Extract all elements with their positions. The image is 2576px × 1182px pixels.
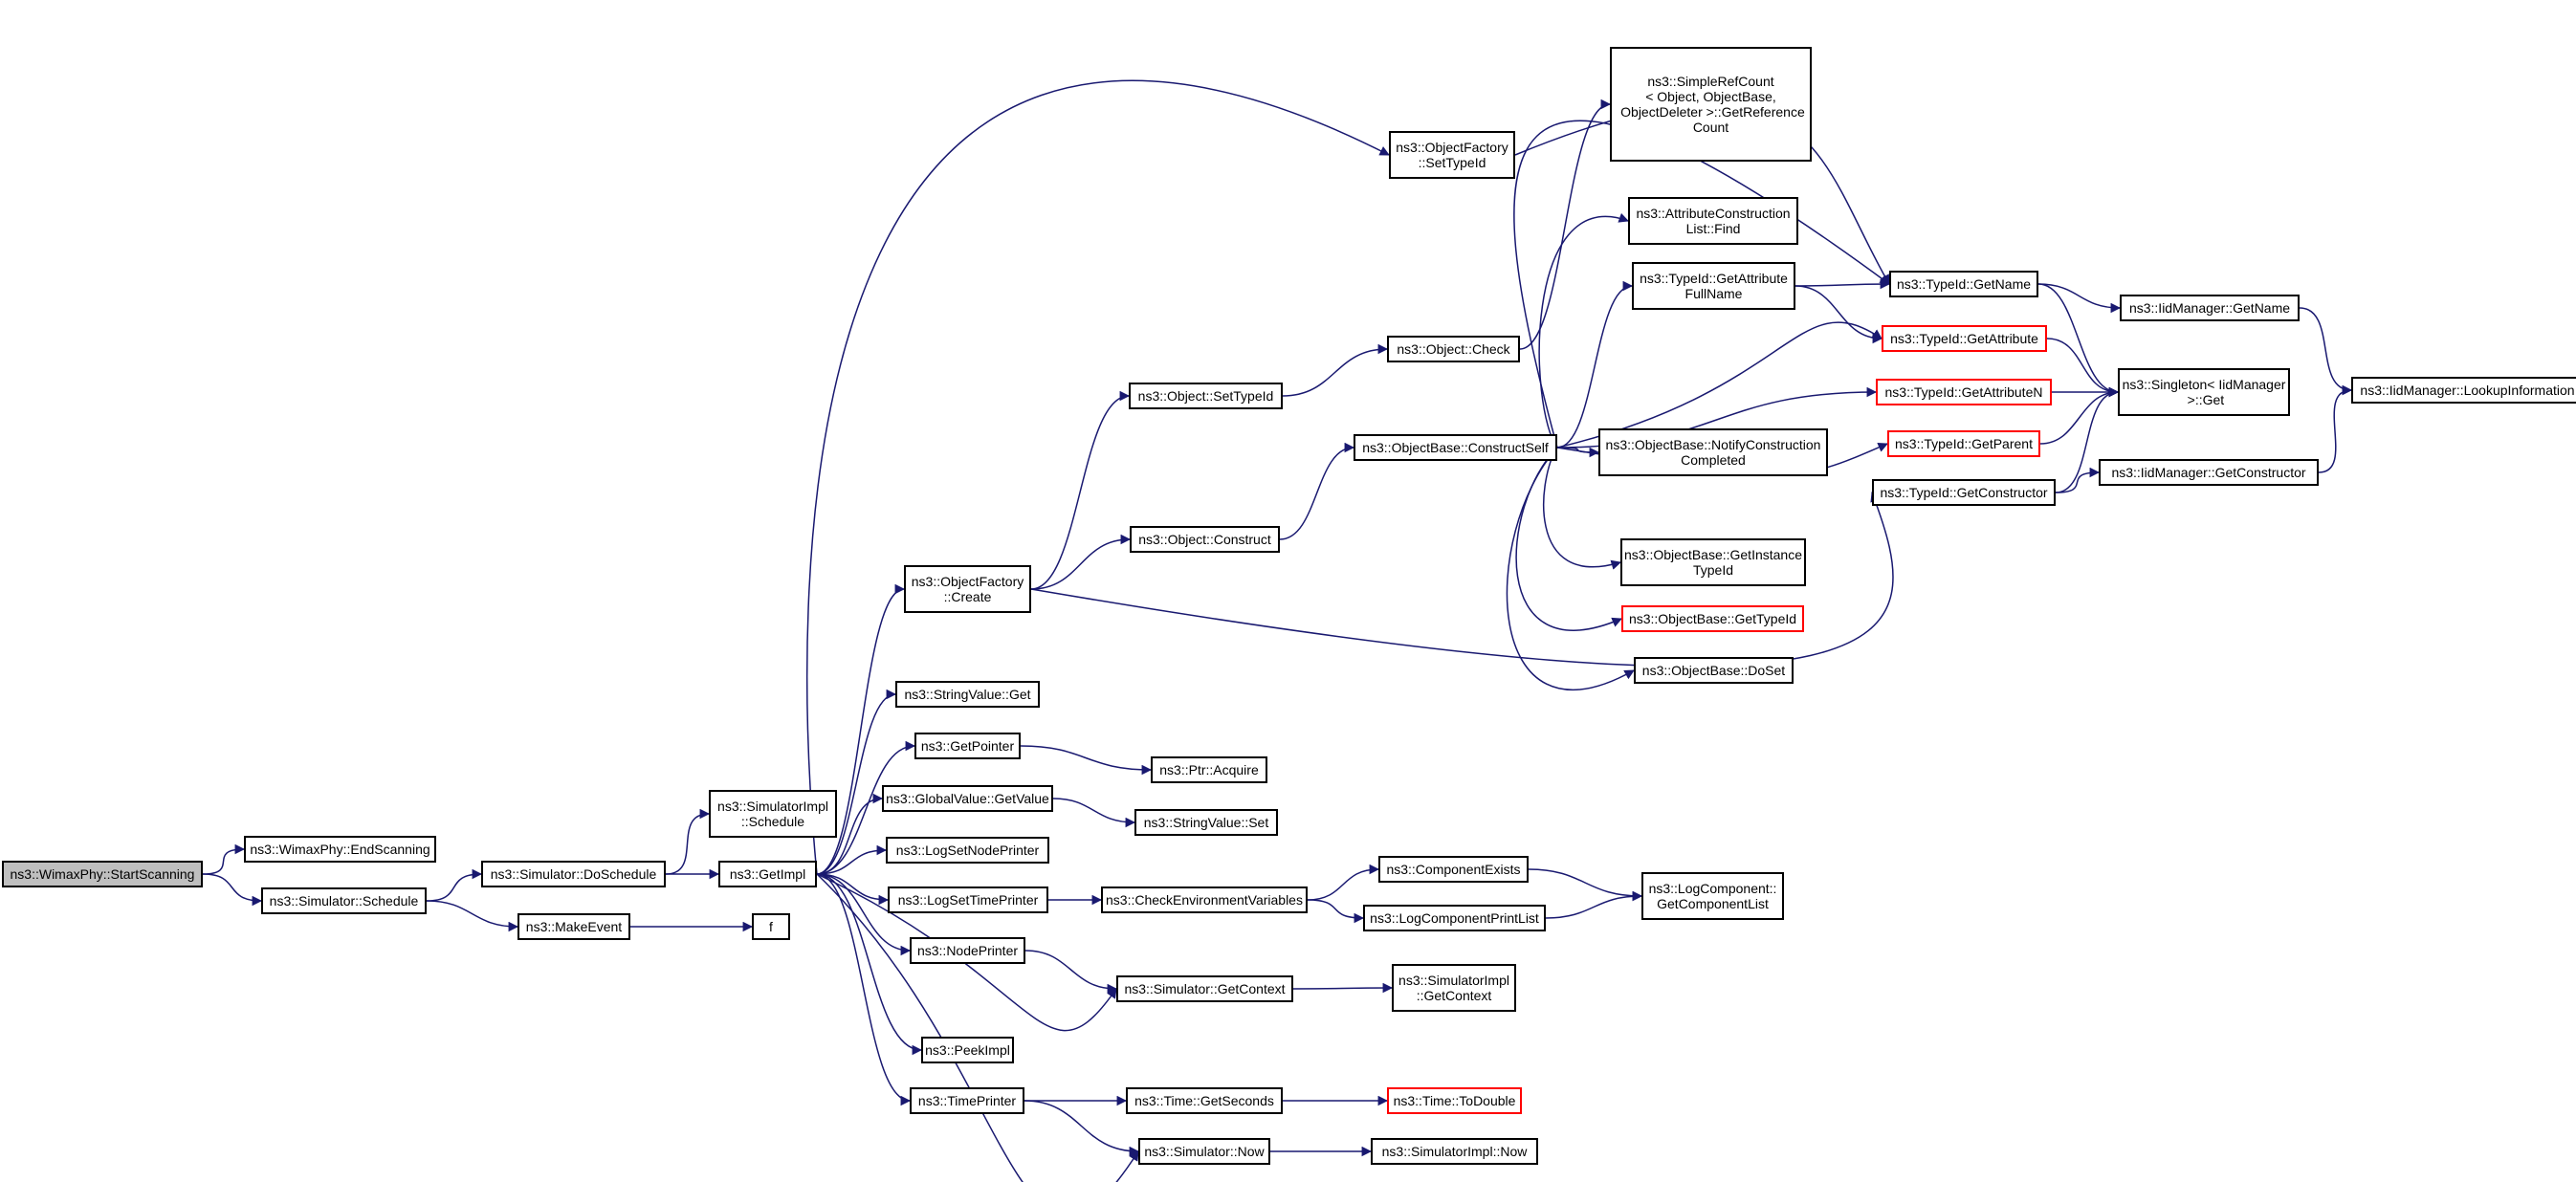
edge-tidgetconstructor-to-iidgetconstructor bbox=[2055, 467, 2101, 493]
node-simplerefcount[interactable]: ns3::SimpleRefCount < Object, ObjectBase… bbox=[1610, 47, 1812, 162]
edge-doschedule-to-simimplsched bbox=[665, 808, 711, 875]
edge-getpointer-to-ptracquire bbox=[1020, 745, 1153, 776]
node-objconstruct[interactable]: ns3::Object::Construct bbox=[1130, 526, 1280, 553]
edge-tidgetattribute-to-singletonget bbox=[2046, 338, 2120, 398]
node-obconstructself[interactable]: ns3::ObjectBase::ConstructSelf bbox=[1354, 434, 1557, 461]
edge-obconstructself-to-getinstancetypeid bbox=[1543, 447, 1622, 570]
edge-tidgetparent-to-singletonget bbox=[2039, 386, 2120, 445]
edge-start-to-endscan bbox=[202, 843, 246, 875]
node-simimplnow[interactable]: ns3::SimulatorImpl::Now bbox=[1371, 1138, 1538, 1165]
node-timeprinter[interactable]: ns3::TimePrinter bbox=[910, 1087, 1024, 1114]
node-stringset[interactable]: ns3::StringValue::Set bbox=[1134, 809, 1278, 836]
edge-getimpl-to-simgetcontext bbox=[816, 873, 1117, 1032]
edge-getimpl-to-ofsettypeid bbox=[806, 79, 1390, 875]
edge-tidgetname-to-iidgetname bbox=[2037, 283, 2122, 314]
node-tidgetattributen[interactable]: ns3::TypeId::GetAttributeN bbox=[1876, 379, 2052, 405]
edge-getimpl-to-gvgetvalue bbox=[816, 793, 884, 875]
edge-objconstruct-to-obconstructself bbox=[1279, 442, 1355, 540]
node-getcomplist[interactable]: ns3::LogComponent:: GetComponentList bbox=[1641, 872, 1784, 920]
node-ptracquire[interactable]: ns3::Ptr::Acquire bbox=[1151, 756, 1267, 783]
node-tidgetconstructor[interactable]: ns3::TypeId::GetConstructor bbox=[1872, 479, 2056, 506]
edge-ofcreate-to-objsettypeid bbox=[1030, 390, 1131, 590]
node-getpointer[interactable]: ns3::GetPointer bbox=[914, 733, 1021, 759]
node-getattrfullname[interactable]: ns3::TypeId::GetAttribute FullName bbox=[1632, 262, 1795, 310]
edge-getimpl-to-stringget bbox=[816, 689, 897, 875]
node-iidgetname[interactable]: ns3::IidManager::GetName bbox=[2120, 295, 2300, 321]
node-notifyconstruction[interactable]: ns3::ObjectBase::NotifyConstruction Comp… bbox=[1598, 428, 1828, 476]
edge-iidgetname-to-iidlookup bbox=[2299, 307, 2353, 396]
node-getimpl[interactable]: ns3::GetImpl bbox=[718, 861, 817, 887]
edge-getattrfullname-to-tidgetattribute bbox=[1794, 285, 1883, 344]
edge-getimpl-to-ofcreate bbox=[816, 583, 906, 875]
edge-nodeprinter-to-simgetcontext bbox=[1024, 950, 1118, 995]
node-simimplgetcontext[interactable]: ns3::SimulatorImpl ::GetContext bbox=[1392, 964, 1516, 1012]
node-peekimpl[interactable]: ns3::PeekImpl bbox=[921, 1037, 1014, 1063]
edge-start-to-schedule bbox=[202, 873, 263, 907]
edge-getimpl-to-logsetnode bbox=[816, 844, 888, 875]
node-tidgetattribute[interactable]: ns3::TypeId::GetAttribute bbox=[1882, 325, 2047, 352]
edge-tidgetname-to-singletonget bbox=[2037, 283, 2120, 398]
node-stringget[interactable]: ns3::StringValue::Get bbox=[895, 681, 1040, 708]
edge-tidgetconstructor-to-singletonget bbox=[2055, 386, 2120, 493]
node-objcheck[interactable]: ns3::Object::Check bbox=[1387, 336, 1520, 362]
node-makeevent[interactable]: ns3::MakeEvent bbox=[517, 913, 630, 940]
edge-getimpl-to-nodeprinter bbox=[816, 873, 912, 956]
edge-ofcreate-to-tidgetconstructor bbox=[1030, 492, 1894, 668]
edge-objcheck-to-simplerefcount bbox=[1519, 98, 1612, 350]
node-timegetseconds[interactable]: ns3::Time::GetSeconds bbox=[1126, 1087, 1283, 1114]
edge-timeprinter-to-simnow bbox=[1024, 1100, 1140, 1157]
node-acfind[interactable]: ns3::AttributeConstruction List::Find bbox=[1628, 197, 1798, 245]
edge-schedule-to-makeevent bbox=[426, 900, 519, 932]
node-getinstancetypeid[interactable]: ns3::ObjectBase::GetInstance TypeId bbox=[1620, 538, 1806, 586]
node-obdoset[interactable]: ns3::ObjectBase::DoSet bbox=[1634, 657, 1794, 684]
node-schedule[interactable]: ns3::Simulator::Schedule bbox=[261, 887, 427, 914]
edge-getimpl-to-simnow bbox=[816, 873, 1139, 1182]
node-singletonget[interactable]: ns3::Singleton< IidManager >::Get bbox=[2118, 368, 2290, 416]
edge-obconstructself-to-getattrfullname bbox=[1556, 280, 1634, 449]
edge-compexists-to-getcomplist bbox=[1528, 868, 1643, 902]
node-simnow[interactable]: ns3::Simulator::Now bbox=[1138, 1138, 1270, 1165]
node-endscan[interactable]: ns3::WimaxPhy::EndScanning bbox=[244, 836, 436, 863]
node-objsettypeid[interactable]: ns3::Object::SetTypeId bbox=[1129, 383, 1283, 409]
node-nodeprinter[interactable]: ns3::NodePrinter bbox=[910, 937, 1025, 964]
node-logsettime[interactable]: ns3::LogSetTimePrinter bbox=[888, 886, 1048, 913]
node-start[interactable]: ns3::WimaxPhy::StartScanning bbox=[2, 861, 203, 887]
edge-simgetcontext-to-simimplgetcontext bbox=[1292, 982, 1394, 994]
node-tidgetparent[interactable]: ns3::TypeId::GetParent bbox=[1887, 430, 2040, 457]
node-iidlookup[interactable]: ns3::IidManager::LookupInformation bbox=[2351, 377, 2576, 404]
node-compexists[interactable]: ns3::ComponentExists bbox=[1378, 856, 1529, 883]
node-simgetcontext[interactable]: ns3::Simulator::GetContext bbox=[1116, 975, 1293, 1002]
node-obgettypeid[interactable]: ns3::ObjectBase::GetTypeId bbox=[1621, 605, 1804, 632]
edge-obconstructself-to-tidgetname bbox=[1513, 120, 1890, 449]
node-checkenv[interactable]: ns3::CheckEnvironmentVariables bbox=[1101, 886, 1308, 913]
edge-getattrfullname-to-tidgetname bbox=[1794, 278, 1891, 290]
edge-objsettypeid-to-objcheck bbox=[1282, 343, 1389, 397]
node-timetodouble[interactable]: ns3::Time::ToDouble bbox=[1387, 1087, 1522, 1114]
edge-schedule-to-doschedule bbox=[426, 868, 483, 902]
edge-checkenv-to-compexists bbox=[1307, 864, 1380, 901]
node-logsetnode[interactable]: ns3::LogSetNodePrinter bbox=[886, 837, 1049, 864]
node-gvgetvalue[interactable]: ns3::GlobalValue::GetValue bbox=[882, 785, 1053, 812]
node-logcompprintlist[interactable]: ns3::LogComponentPrintList bbox=[1363, 905, 1546, 931]
edge-obconstructself-to-acfind bbox=[1538, 212, 1629, 449]
node-ofcreate[interactable]: ns3::ObjectFactory ::Create bbox=[904, 565, 1031, 613]
node-iidgetconstructor[interactable]: ns3::IidManager::GetConstructor bbox=[2099, 459, 2319, 486]
edge-checkenv-to-logcompprintlist bbox=[1307, 899, 1365, 924]
edge-getimpl-to-timeprinter bbox=[816, 873, 912, 1106]
edge-iidgetconstructor-to-iidlookup bbox=[2318, 384, 2353, 473]
edge-logcompprintlist-to-getcomplist bbox=[1545, 890, 1643, 919]
node-doschedule[interactable]: ns3::Simulator::DoSchedule bbox=[481, 861, 666, 887]
edge-gvgetvalue-to-stringset bbox=[1052, 798, 1136, 828]
edge-ofcreate-to-objconstruct bbox=[1030, 534, 1132, 590]
edge-obconstructself-to-obdoset bbox=[1506, 447, 1635, 690]
node-tidgetname[interactable]: ns3::TypeId::GetName bbox=[1889, 271, 2038, 297]
node-ofsettypeid[interactable]: ns3::ObjectFactory ::SetTypeId bbox=[1389, 131, 1515, 179]
edge-obconstructself-to-tidgetattribute bbox=[1556, 321, 1882, 449]
node-simimplsched[interactable]: ns3::SimulatorImpl ::Schedule bbox=[709, 790, 837, 838]
node-f[interactable]: f bbox=[752, 913, 790, 940]
